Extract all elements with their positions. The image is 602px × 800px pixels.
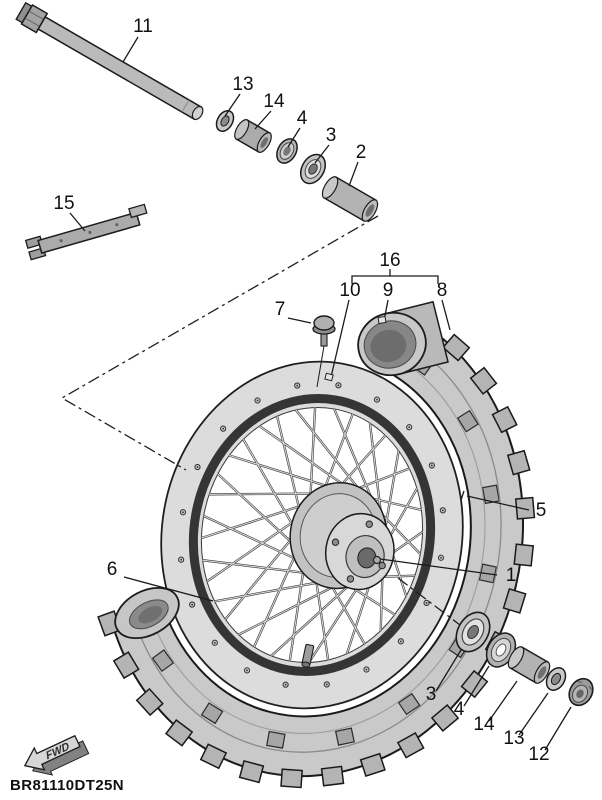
callout-washer-lower: 13 xyxy=(503,728,524,749)
callout-tire-flap: 8 xyxy=(437,280,448,301)
callout-tire: 5 xyxy=(536,500,547,521)
bracket-16 xyxy=(351,269,439,284)
callout-axle-bolt: 11 xyxy=(133,16,153,37)
rim-lock-bolt xyxy=(312,315,336,388)
axle-centerline xyxy=(60,215,379,471)
rim-well-band xyxy=(188,394,436,676)
valve-stem xyxy=(301,643,315,668)
spoke-nipples xyxy=(178,382,446,688)
leader-lines xyxy=(69,36,572,751)
axle-centerline-lower xyxy=(397,577,461,626)
callout-rim-lock-bolt: 7 xyxy=(275,299,286,320)
callout-bearing-lower: 3 xyxy=(426,684,437,705)
bearing-upper xyxy=(299,153,327,185)
wheel xyxy=(97,307,536,789)
hose-guide xyxy=(24,203,148,261)
callout-axle-nut: 12 xyxy=(528,744,549,765)
tube-nipple-marker xyxy=(377,315,387,325)
hub-bolt xyxy=(346,575,355,583)
sidewall-ridge-outer xyxy=(132,335,502,753)
callout-inner-tube: 9 xyxy=(383,280,394,301)
rim-band-nipple-marker xyxy=(324,372,334,382)
hub-leader-bolt xyxy=(372,555,382,565)
callout-bearing-upper: 3 xyxy=(326,125,337,146)
callout-spoke-set: 6 xyxy=(107,559,118,580)
hub-bolt xyxy=(378,561,386,570)
part-code: BR81110DT25N xyxy=(10,777,124,794)
callout-washer-upper: 13 xyxy=(232,74,253,95)
tire-cut-face xyxy=(114,586,180,640)
hub-spacer xyxy=(321,176,379,222)
inner-tube-cutaway xyxy=(357,300,449,377)
callout-front-wheel-hub: 1 xyxy=(506,565,517,586)
sidewall-ridge-inner xyxy=(147,352,486,734)
collar-upper xyxy=(234,118,272,154)
callout-hub-spacer: 2 xyxy=(356,142,367,163)
hub-bolt xyxy=(365,520,373,528)
callout-tube-assembly: 16 xyxy=(379,250,400,271)
axle-bolt xyxy=(15,1,204,121)
washer-lower xyxy=(545,667,567,691)
fwd-arrow: FWD xyxy=(23,734,90,776)
hub-bolt xyxy=(331,538,340,546)
bearing-lower xyxy=(455,611,491,653)
oil-seal-lower xyxy=(485,632,517,668)
callout-oil-seal-lower: 4 xyxy=(454,699,465,720)
callout-hose-guide: 15 xyxy=(53,193,74,214)
callout-collar-upper: 14 xyxy=(263,91,285,112)
callout-collar-lower: 14 xyxy=(473,714,495,735)
hub xyxy=(289,481,395,591)
callouts: 11 13 14 4 3 2 15 7 16 10 9 8 6 5 1 3 4 … xyxy=(53,16,549,765)
callout-rim-band: 10 xyxy=(339,280,360,301)
axle-nut xyxy=(568,677,594,707)
oil-seal-upper xyxy=(276,138,298,164)
callout-oil-seal-upper: 4 xyxy=(297,108,308,129)
washer-upper xyxy=(215,110,235,132)
collar-lower xyxy=(507,646,551,684)
